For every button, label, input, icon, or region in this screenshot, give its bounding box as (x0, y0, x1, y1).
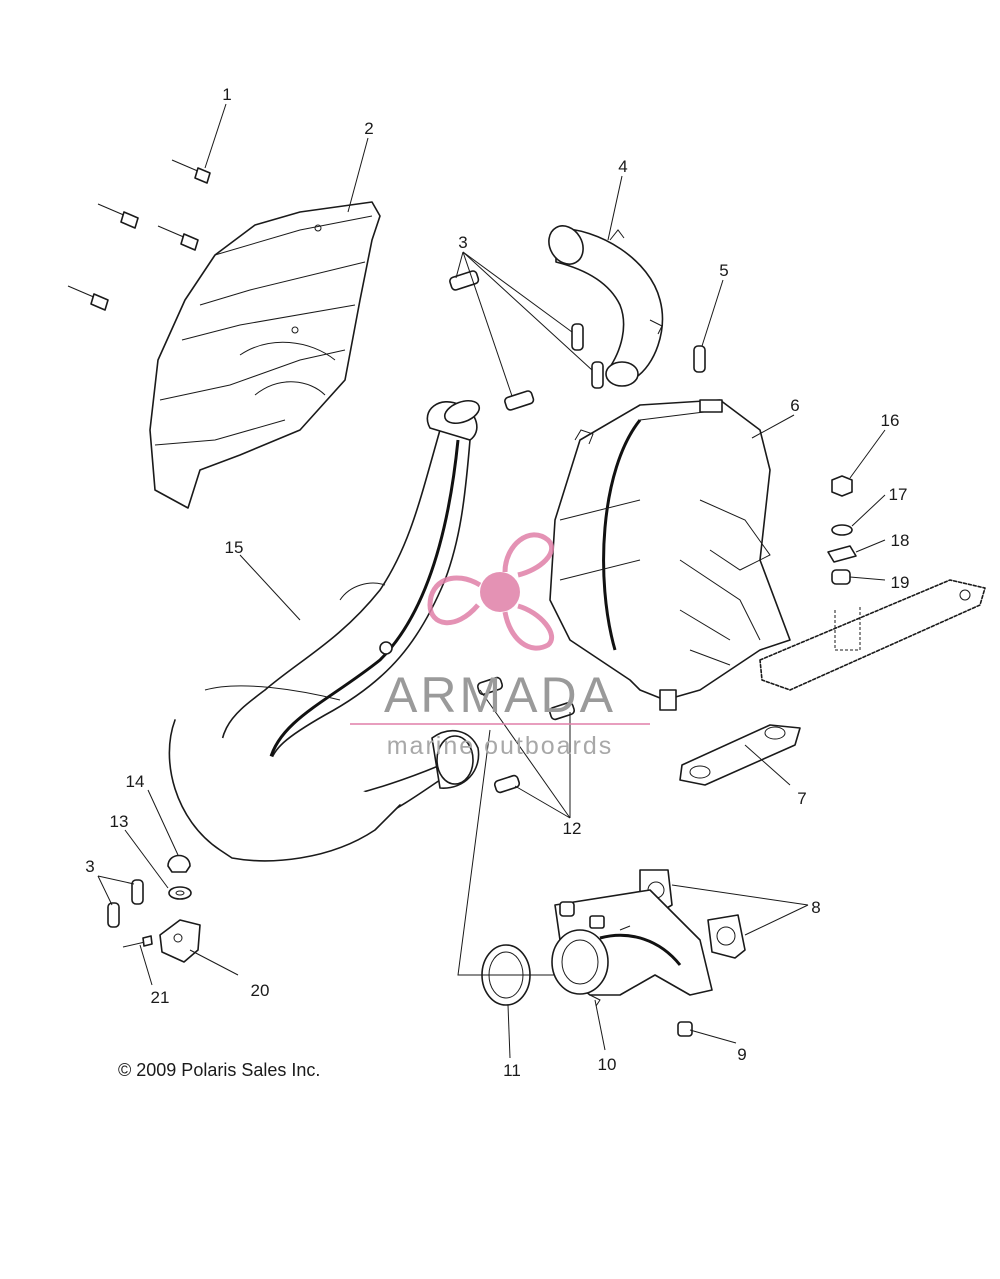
callout-9: 9 (737, 1045, 746, 1064)
lower-left-hardware (107, 854, 201, 963)
callout-18: 18 (891, 531, 910, 550)
callout-11: 11 (503, 1061, 521, 1080)
callout-15: 15 (225, 538, 244, 557)
callout-6: 6 (790, 396, 799, 415)
elbow-pipe (548, 225, 664, 387)
springs-lower (476, 676, 576, 794)
callout-14: 14 (126, 772, 145, 791)
exhaust-pipe (168, 399, 481, 862)
spring-5 (693, 345, 706, 373)
leader-lines (97, 103, 886, 1059)
watermark-title: ARMADA (384, 667, 616, 723)
hardware-stack (827, 475, 857, 585)
callout-8: 8 (811, 898, 820, 917)
muffler-box (549, 399, 791, 711)
callout-19: 19 (891, 573, 910, 592)
plate-7 (679, 724, 801, 786)
callout-labels: 1 2 3 4 5 6 7 8 9 10 11 12 13 14 15 16 1… (85, 85, 909, 1080)
bolts (559, 901, 693, 1037)
callout-7: 7 (797, 789, 806, 808)
flange-gaskets (639, 869, 746, 959)
callout-21: 21 (151, 988, 170, 1007)
callout-13: 13 (110, 812, 129, 831)
callout-3: 3 (458, 233, 467, 252)
callout-16: 16 (881, 411, 900, 430)
copyright-notice: © 2009 Polaris Sales Inc. (118, 1060, 320, 1080)
callout-4: 4 (618, 157, 627, 176)
callout-17: 17 (889, 485, 908, 504)
push-rivets (67, 159, 211, 311)
callout-10: 10 (598, 1055, 617, 1074)
callout-1: 1 (222, 85, 231, 104)
exhaust-manifold (551, 889, 713, 1007)
callout-12: 12 (563, 819, 582, 838)
callout-3-lower: 3 (85, 857, 94, 876)
callout-5: 5 (719, 261, 728, 280)
heat-shield (149, 201, 381, 509)
springs-top (449, 270, 604, 411)
watermark-propeller-logo (427, 532, 555, 651)
callout-20: 20 (251, 981, 270, 1000)
watermark: ARMADA marine outboards (350, 532, 650, 760)
callout-2: 2 (364, 119, 373, 138)
mounting-bracket (759, 579, 986, 691)
watermark-subtitle: marine outboards (387, 732, 614, 760)
